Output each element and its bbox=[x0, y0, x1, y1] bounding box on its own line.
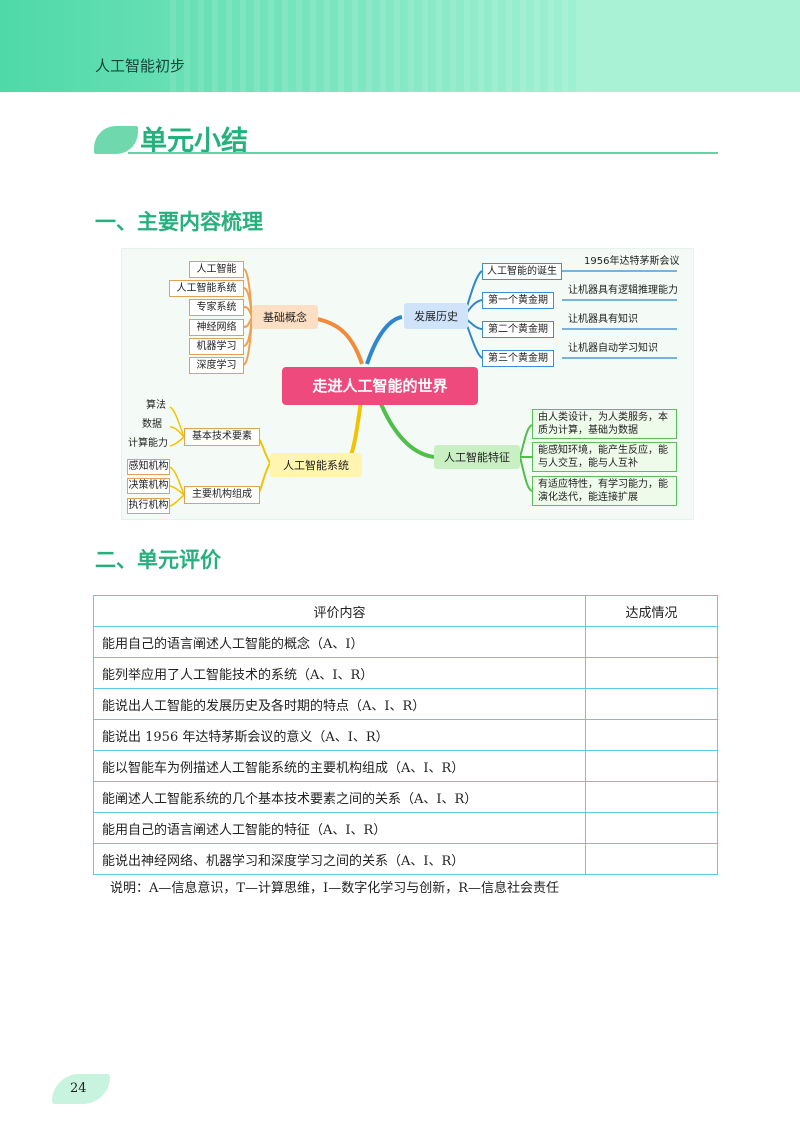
basic-item: 深度学习 bbox=[189, 357, 244, 374]
basic-item: 专家系统 bbox=[189, 299, 244, 316]
table-row: 能阐述人工智能系统的几个基本技术要素之间的关系（A、I、R） bbox=[93, 781, 718, 813]
basic-item: 机器学习 bbox=[189, 338, 244, 355]
evaluation-item: 能用自己的语言阐述人工智能的概念（A、I） bbox=[93, 626, 586, 658]
evaluation-item: 能阐述人工智能系统的几个基本技术要素之间的关系（A、I、R） bbox=[93, 781, 586, 813]
evaluation-item: 能说出人工智能的发展历史及各时期的特点（A、I、R） bbox=[93, 688, 586, 720]
history-note: 让机器具有知识 bbox=[568, 314, 638, 325]
page-number: 24 bbox=[70, 1081, 87, 1096]
achievement-cell[interactable] bbox=[585, 812, 718, 844]
section-title-content: 一、主要内容梳理 bbox=[95, 210, 263, 234]
history-note: 让机器具有逻辑推理能力 bbox=[568, 285, 678, 296]
history-item: 第二个黄金期 bbox=[482, 321, 554, 338]
node-basic-concepts: 基础概念 bbox=[252, 305, 318, 329]
table-row: 能说出人工智能的发展历史及各时期的特点（A、I、R） bbox=[93, 688, 718, 720]
table-header-row: 评价内容 达成情况 bbox=[93, 595, 718, 627]
system-item: 计算能力 bbox=[128, 438, 168, 449]
evaluation-item: 能说出 1956 年达特茅斯会议的意义（A、I、R） bbox=[93, 719, 586, 751]
system-item: 决策机构 bbox=[127, 478, 170, 494]
achievement-cell[interactable] bbox=[585, 657, 718, 689]
table-row: 能用自己的语言阐述人工智能的特征（A、I、R） bbox=[93, 812, 718, 844]
achievement-cell[interactable] bbox=[585, 843, 718, 875]
system-group: 基本技术要素 bbox=[184, 428, 260, 446]
unit-title: 单元小结 bbox=[140, 126, 248, 157]
achievement-cell[interactable] bbox=[585, 750, 718, 782]
table-row: 能说出神经网络、机器学习和深度学习之间的关系（A、I、R） bbox=[93, 843, 718, 875]
node-ai-system: 人工智能系统 bbox=[270, 453, 362, 477]
table-row: 能说出 1956 年达特茅斯会议的意义（A、I、R） bbox=[93, 719, 718, 751]
table-row: 能用自己的语言阐述人工智能的概念（A、I） bbox=[93, 626, 718, 658]
evaluation-item: 能用自己的语言阐述人工智能的特征（A、I、R） bbox=[93, 812, 586, 844]
achievement-cell[interactable] bbox=[585, 719, 718, 751]
column-header: 达成情况 bbox=[585, 595, 718, 627]
evaluation-item: 能说出神经网络、机器学习和深度学习之间的关系（A、I、R） bbox=[93, 843, 586, 875]
history-item: 人工智能的诞生 bbox=[482, 263, 562, 280]
feature-item: 有适应特性，有学习能力，能演化迭代，能连接扩展 bbox=[532, 476, 677, 506]
system-item: 执行机构 bbox=[127, 498, 170, 514]
mind-map-center: 走进人工智能的世界 bbox=[282, 367, 478, 405]
evaluation-item: 能以智能车为例描述人工智能系统的主要机构组成（A、I、R） bbox=[93, 750, 586, 782]
header-right-pane bbox=[580, 0, 800, 92]
node-ai-features: 人工智能特征 bbox=[434, 445, 520, 469]
evaluation-table: 评价内容 达成情况 能用自己的语言阐述人工智能的概念（A、I） 能列举应用了人工… bbox=[93, 595, 718, 875]
history-item: 第三个黄金期 bbox=[482, 350, 554, 367]
system-item: 算法 bbox=[146, 400, 166, 411]
page-header-band: 人工智能初步 bbox=[0, 0, 800, 92]
book-title: 人工智能初步 bbox=[95, 57, 186, 75]
system-item: 感知机构 bbox=[127, 459, 170, 475]
table-row: 能列举应用了人工智能技术的系统（A、I、R） bbox=[93, 657, 718, 689]
title-underline bbox=[128, 152, 718, 154]
history-item: 第一个黄金期 bbox=[482, 292, 554, 309]
leaf-icon bbox=[94, 126, 138, 154]
feature-item: 由人类设计，为人类服务，本质为计算，基础为数据 bbox=[532, 409, 677, 439]
section-title-evaluation: 二、单元评价 bbox=[95, 548, 221, 572]
basic-item: 人工智能系统 bbox=[169, 280, 244, 297]
evaluation-item: 能列举应用了人工智能技术的系统（A、I、R） bbox=[93, 657, 586, 689]
mind-map: 走进人工智能的世界 基础概念 人工智能 人工智能系统 专家系统 神经网络 机器学… bbox=[121, 248, 694, 520]
basic-item: 人工智能 bbox=[189, 261, 244, 278]
feature-item: 能感知环境，能产生反应，能与人交互，能与人互补 bbox=[532, 442, 677, 472]
basic-item: 神经网络 bbox=[189, 319, 244, 336]
node-history: 发展历史 bbox=[404, 303, 468, 329]
column-header: 评价内容 bbox=[93, 595, 586, 627]
system-item: 数据 bbox=[142, 419, 162, 430]
achievement-cell[interactable] bbox=[585, 688, 718, 720]
achievement-cell[interactable] bbox=[585, 626, 718, 658]
history-note: 让机器自动学习知识 bbox=[568, 343, 658, 354]
history-note: 1956年达特茅斯会议 bbox=[584, 256, 680, 267]
header-decoration bbox=[170, 0, 580, 92]
table-row: 能以智能车为例描述人工智能系统的主要机构组成（A、I、R） bbox=[93, 750, 718, 782]
achievement-cell[interactable] bbox=[585, 781, 718, 813]
table-note: 说明：A—信息意识，T—计算思维，I—数字化学习与创新，R—信息社会责任 bbox=[110, 881, 559, 896]
system-group: 主要机构组成 bbox=[184, 486, 260, 504]
